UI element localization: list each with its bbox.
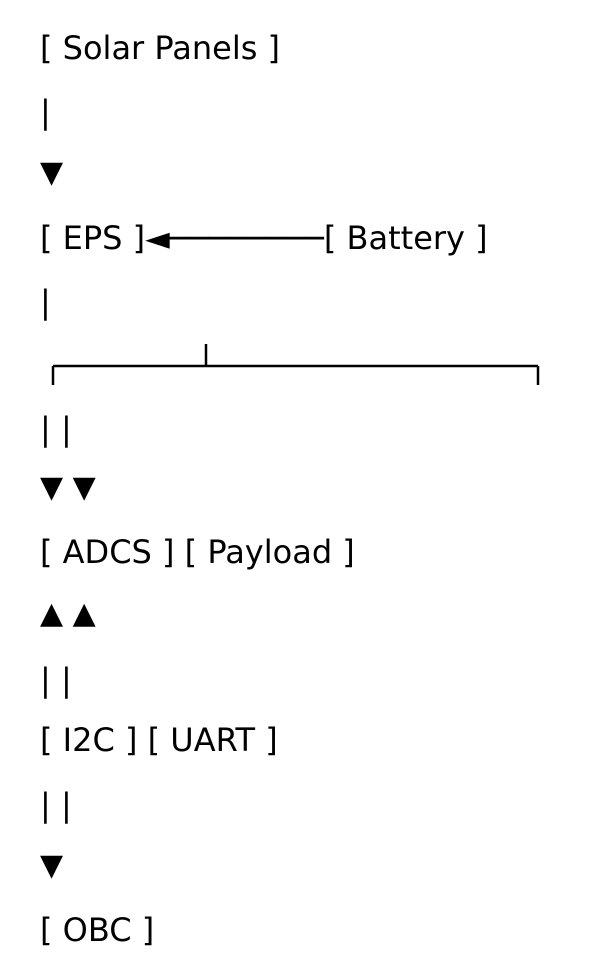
down-arrow-icon: ▼	[40, 155, 64, 190]
down-arrow-icon: ▼	[40, 848, 64, 883]
node-payload: [ Payload ]	[184, 533, 355, 571]
connector-double-pipe: | |	[40, 661, 72, 699]
connector-double-pipe: | |	[40, 410, 72, 448]
node-i2c: [ I2C ]	[40, 721, 138, 759]
connector-pipe: |	[40, 283, 51, 321]
adcs-payload-row: [ ADCS ] [ Payload ]	[40, 532, 355, 572]
double-down-arrow-icon: ▼ ▼	[40, 470, 96, 505]
connector-pipe: |	[40, 93, 51, 131]
node-solar-panels: [ Solar Panels ]	[40, 29, 281, 67]
node-obc: [ OBC ]	[40, 911, 155, 949]
node-uart: [ UART ]	[147, 721, 278, 759]
node-battery: [ Battery ]	[323, 219, 488, 257]
split-connector	[40, 338, 550, 388]
node-adcs: [ ADCS ]	[40, 533, 175, 571]
split-connector-lines	[51, 344, 540, 385]
left-arrow-connector: ◄────────	[145, 219, 324, 257]
eps-battery-row: [ EPS ]◄────────[ Battery ]	[40, 218, 488, 258]
i2c-uart-row: [ I2C ] [ UART ]	[40, 720, 278, 760]
node-eps: [ EPS ]	[40, 219, 146, 257]
double-up-arrow-icon: ▲ ▲	[40, 596, 96, 631]
connector-double-pipe: | |	[40, 786, 72, 824]
